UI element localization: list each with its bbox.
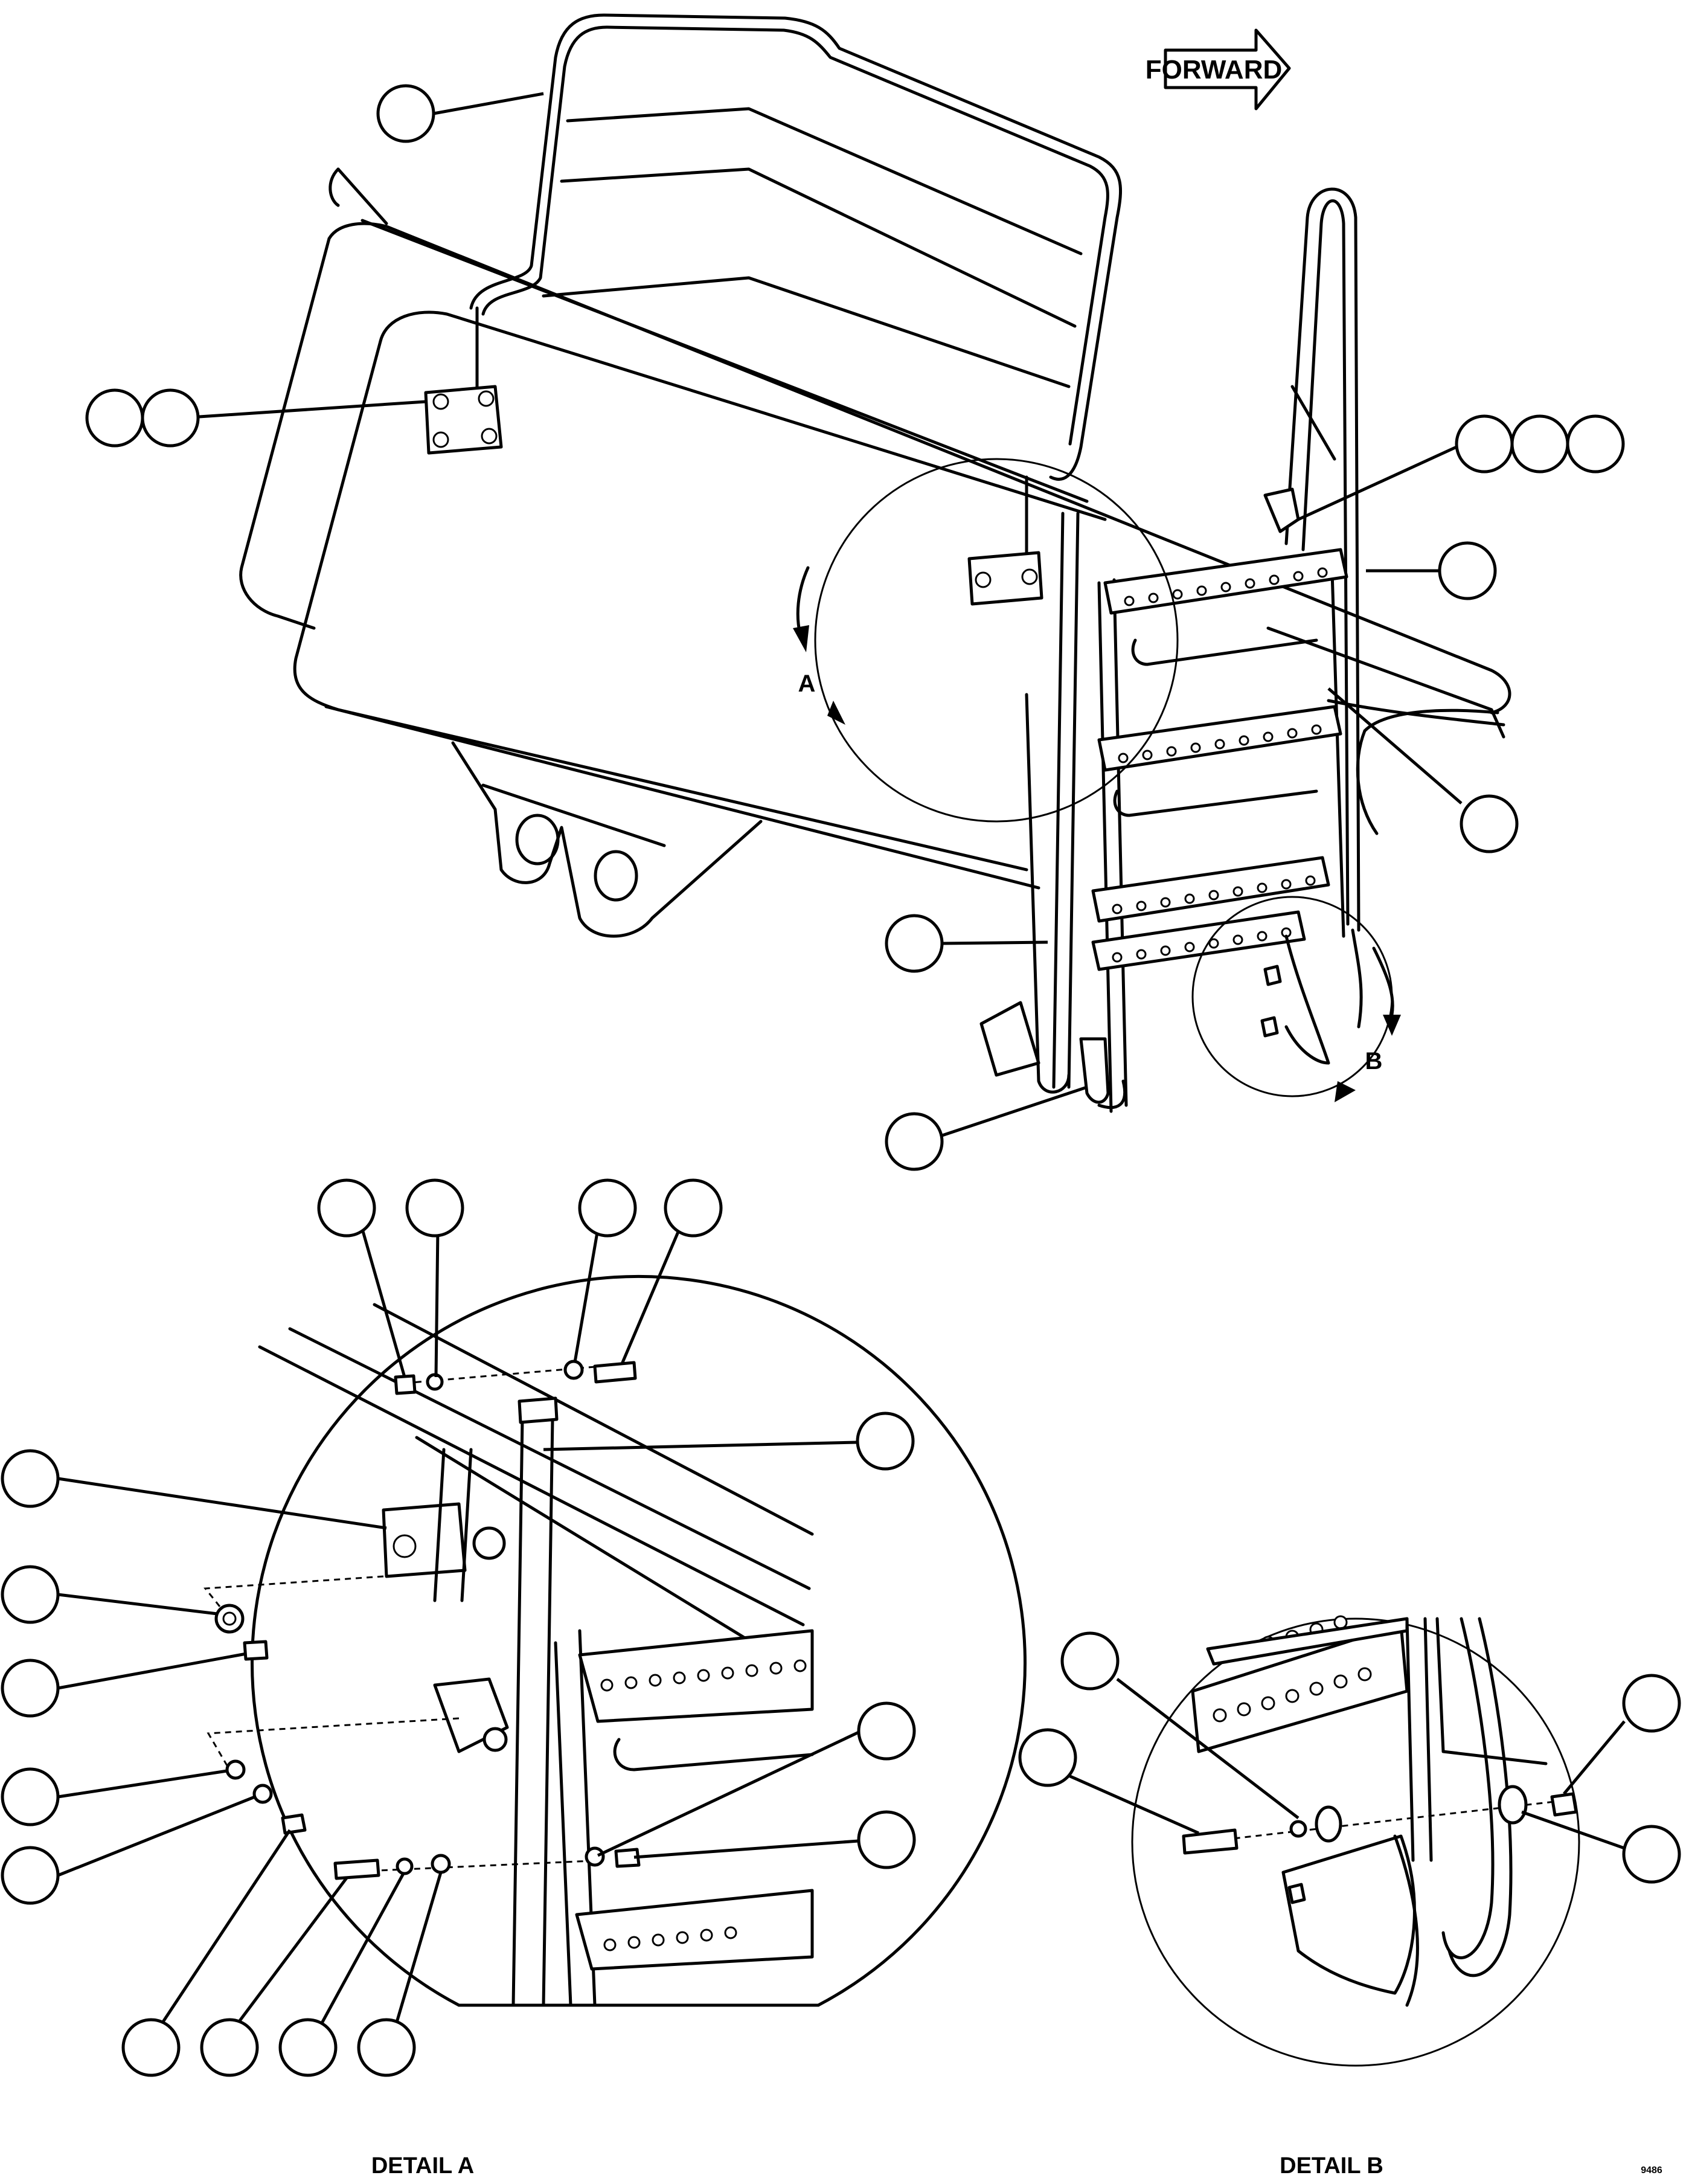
detail-a-label: DETAIL A <box>371 2153 474 2179</box>
platform-body <box>239 167 1511 890</box>
detail-callout-a: A <box>793 458 1179 823</box>
main-assembly-view: A B <box>85 13 1625 1171</box>
callout-bubble <box>357 2018 416 2077</box>
callout-a-letter: A <box>798 670 816 697</box>
step-ladder <box>979 512 1499 1113</box>
forward-label: FORWARD <box>1146 55 1283 85</box>
callout-bubble <box>1 1767 60 1826</box>
detail-callout-b: B <box>1191 896 1401 1102</box>
document-id: 9486 <box>1641 2165 1662 2176</box>
callout-bubble <box>857 1701 916 1761</box>
main-callouts <box>85 84 1625 1171</box>
callout-bubble <box>85 388 144 448</box>
callout-bubble <box>1622 1674 1681 1733</box>
callout-bubble <box>1566 414 1625 474</box>
callout-bubble <box>664 1178 723 1238</box>
front-handrail <box>1263 187 1360 932</box>
rear-handrail <box>469 13 1123 570</box>
detail-b-label: DETAIL B <box>1280 2153 1383 2179</box>
callout-bubble <box>1438 541 1497 600</box>
callout-bubble <box>317 1178 376 1238</box>
callout-bubble <box>885 1112 944 1171</box>
callout-b-letter: B <box>1365 1048 1383 1074</box>
detail-b-view: DETAIL B <box>1131 1615 1580 2179</box>
callout-bubble <box>578 1178 637 1238</box>
mounting-bracket <box>451 741 763 938</box>
handrail-clamp-upper <box>424 385 503 455</box>
callout-bubble <box>1510 414 1569 474</box>
detail-a-callouts <box>1 1178 916 2077</box>
callout-bubble <box>857 1810 916 1869</box>
callout-bubble <box>1018 1728 1077 1787</box>
handrail-clamp-mid <box>967 551 1043 606</box>
forward-arrow: FORWARD <box>1146 28 1291 111</box>
callout-bubble <box>1455 414 1514 474</box>
callout-bubble <box>1 1449 60 1508</box>
callout-bubble <box>1460 794 1519 853</box>
detail-a-view: DETAIL A <box>204 1274 1027 2179</box>
callout-bubble <box>1622 1825 1681 1884</box>
detail-b-callouts <box>1018 1631 1681 1884</box>
callout-bubble <box>405 1178 464 1238</box>
callout-bubble <box>376 84 435 143</box>
callout-bubble <box>121 2018 181 2077</box>
callout-bubble <box>856 1412 915 1471</box>
callout-bubble <box>141 388 200 448</box>
callout-bubble <box>885 914 944 973</box>
callout-bubble <box>278 2018 338 2077</box>
callout-bubble <box>1060 1631 1120 1691</box>
callout-bubble <box>1 1565 60 1624</box>
callout-bubble <box>1 1659 60 1718</box>
callout-bubble <box>200 2018 259 2077</box>
callout-bubble <box>1 1846 60 1905</box>
